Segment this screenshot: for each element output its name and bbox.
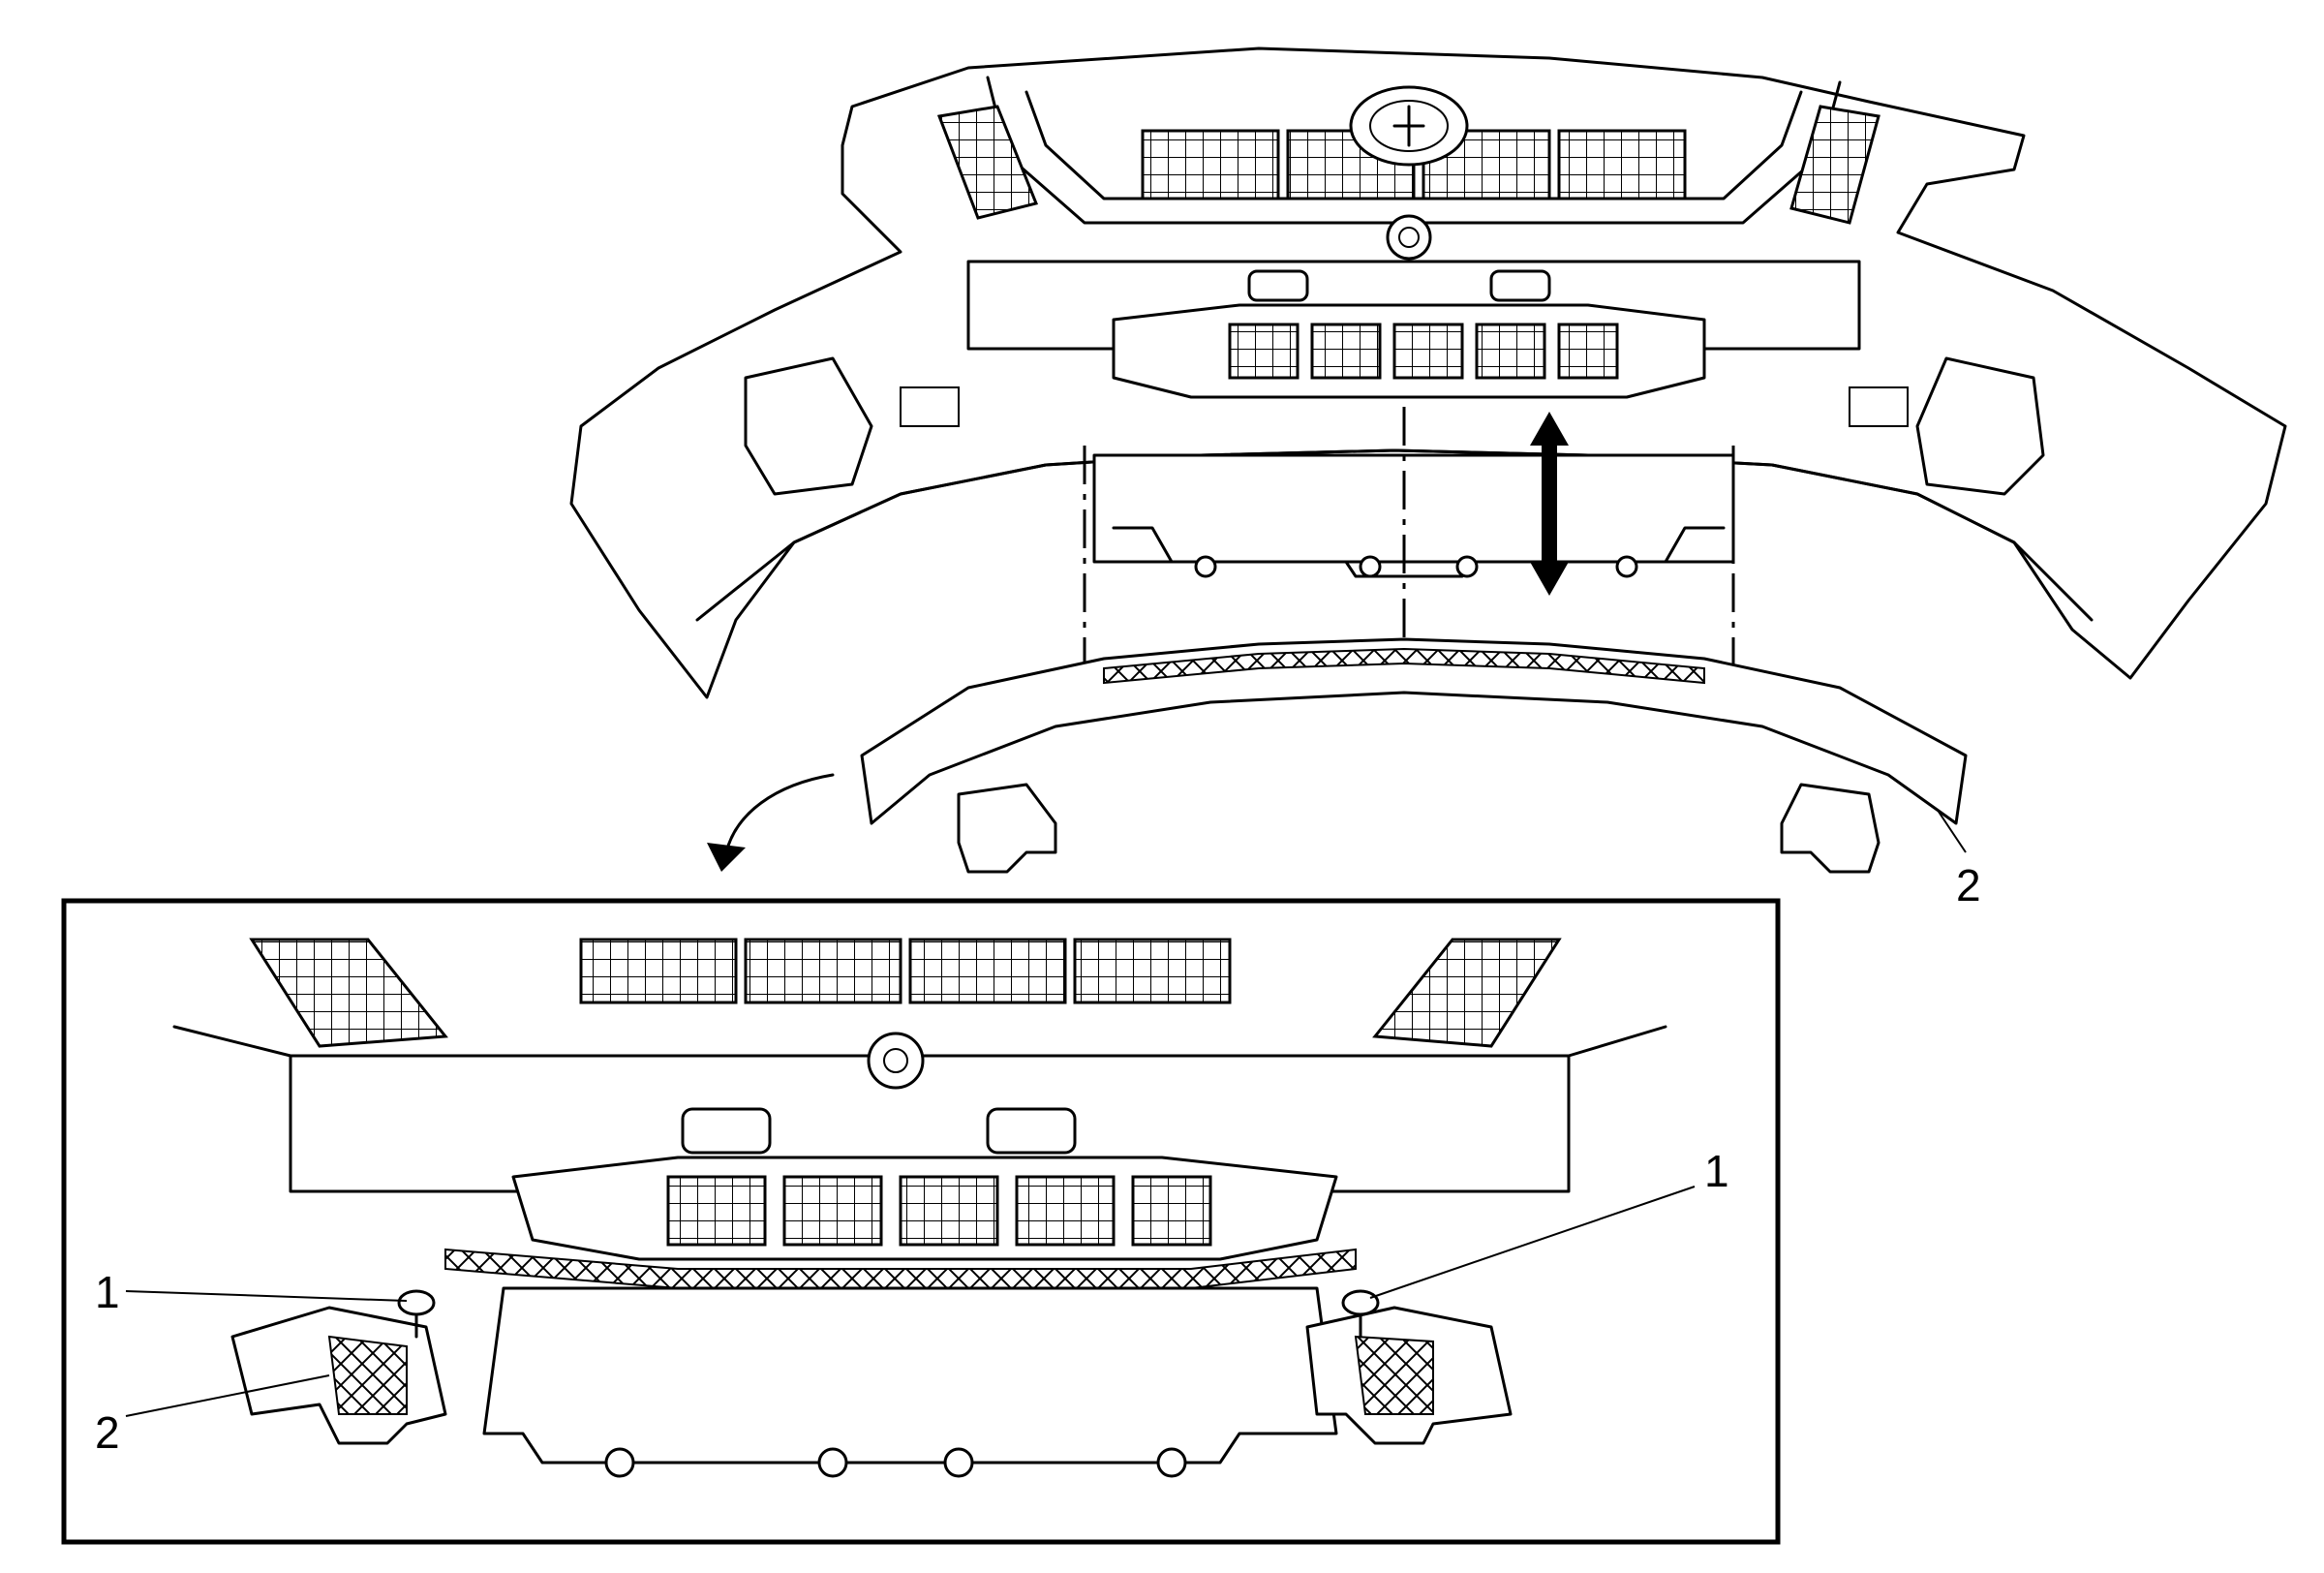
curved-arrow-icon bbox=[707, 773, 835, 872]
callout-bracket-inset: 2 bbox=[95, 1374, 330, 1458]
up-down-arrow-icon bbox=[1530, 412, 1569, 596]
lower-air-deflector bbox=[860, 637, 1968, 874]
callout-label-1-right: 1 bbox=[1704, 1146, 1729, 1196]
callout-fastener-left: 1 bbox=[95, 1267, 408, 1317]
push-pin-fastener-left bbox=[397, 1289, 436, 1339]
callout-label-1-left: 1 bbox=[95, 1267, 120, 1317]
inset-detail-view bbox=[61, 898, 1781, 1545]
callout-label-2-top: 2 bbox=[1956, 860, 1981, 910]
splash-shield-upper bbox=[1083, 407, 1735, 668]
callout-label-2-inset: 2 bbox=[95, 1407, 120, 1458]
callout-bracket-top: 2 bbox=[1936, 808, 1981, 910]
bumper-fascia bbox=[569, 46, 2287, 699]
callout-fastener-right: 1 bbox=[1369, 1146, 1729, 1299]
push-pin-fastener-right bbox=[1341, 1289, 1380, 1339]
